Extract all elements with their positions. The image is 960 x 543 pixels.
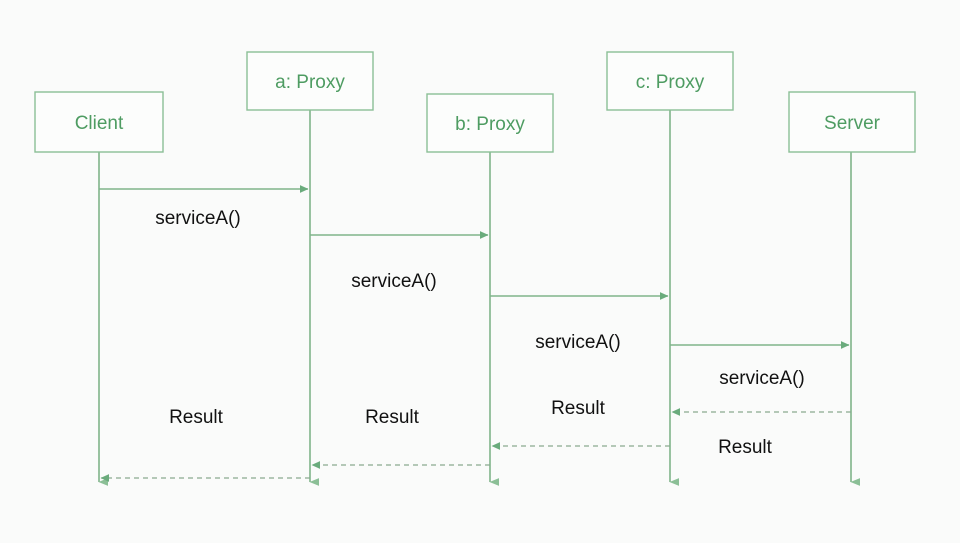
- message-label-m1: serviceA(): [155, 208, 241, 229]
- lifelines-group: [98, 110, 860, 486]
- message-label-m8: Result: [169, 407, 224, 428]
- message-m2[interactable]: serviceA(): [310, 231, 489, 292]
- message-label-m6: Result: [718, 437, 773, 458]
- message-m6[interactable]: Result: [491, 437, 773, 458]
- participant-label-client: Client: [75, 113, 124, 134]
- message-m8[interactable]: Result: [100, 407, 310, 482]
- participant-box-proxy_b[interactable]: [426, 93, 554, 153]
- participant-label-proxy_a: a: Proxy: [275, 72, 345, 93]
- participant-proxy_a[interactable]: a: Proxy: [246, 51, 374, 111]
- participant-box-proxy_c[interactable]: [606, 51, 734, 111]
- message-label-m3: serviceA(): [535, 332, 621, 353]
- participant-label-server: Server: [824, 113, 881, 134]
- participant-label-proxy_b: b: Proxy: [455, 114, 525, 135]
- participant-server[interactable]: Server: [788, 91, 916, 153]
- message-m5[interactable]: Result: [551, 398, 851, 419]
- message-label-m7: Result: [365, 407, 420, 428]
- message-m1[interactable]: serviceA(): [99, 185, 309, 229]
- participant-box-server[interactable]: [788, 91, 916, 153]
- message-m7[interactable]: Result: [311, 407, 490, 469]
- message-m4[interactable]: serviceA(): [670, 341, 850, 389]
- participant-client[interactable]: Client: [34, 91, 164, 153]
- message-label-m4: serviceA(): [719, 368, 805, 389]
- participant-label-proxy_c: c: Proxy: [636, 72, 705, 93]
- message-m3[interactable]: serviceA(): [490, 292, 669, 353]
- participant-proxy_b[interactable]: b: Proxy: [426, 93, 554, 153]
- message-label-m5: Result: [551, 398, 606, 419]
- message-label-m2: serviceA(): [351, 271, 437, 292]
- participant-box-proxy_a[interactable]: [246, 51, 374, 111]
- participant-box-client[interactable]: [34, 91, 164, 153]
- participant-proxy_c[interactable]: c: Proxy: [606, 51, 734, 111]
- messages-group: serviceA() serviceA() serviceA() serviceA()…: [99, 185, 851, 482]
